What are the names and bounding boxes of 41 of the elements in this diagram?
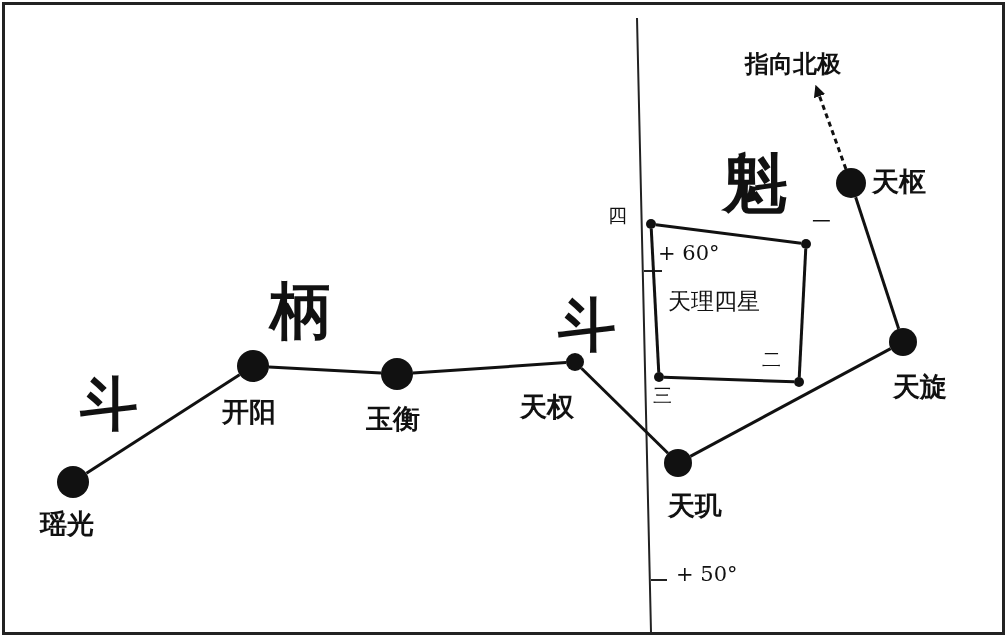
connector-line bbox=[854, 196, 901, 330]
star-name: 天权 bbox=[520, 393, 574, 420]
star-dot bbox=[654, 372, 664, 382]
connector-line bbox=[268, 365, 382, 375]
connector-line bbox=[85, 373, 241, 475]
connector-line bbox=[580, 367, 670, 455]
star-dot bbox=[57, 466, 89, 498]
star-name: 一 bbox=[812, 212, 831, 231]
chief-character: 魁 bbox=[722, 150, 788, 216]
star-dot bbox=[381, 358, 413, 390]
star-dot bbox=[664, 449, 692, 477]
star-dot bbox=[836, 168, 866, 198]
star-name: 玉衡 bbox=[366, 405, 420, 432]
star-dot bbox=[646, 219, 656, 229]
connector-line bbox=[663, 375, 795, 384]
connector-line bbox=[649, 228, 661, 373]
asterism-label: 天理四星 bbox=[668, 290, 760, 313]
star-name: 二 bbox=[762, 350, 781, 369]
connector-line bbox=[655, 223, 802, 245]
star-dot bbox=[566, 353, 584, 371]
connector-line bbox=[412, 361, 567, 375]
star-name: 天枢 bbox=[872, 168, 926, 195]
connector-line bbox=[689, 347, 892, 458]
star-name: 三 bbox=[653, 386, 672, 405]
star-name: 天玑 bbox=[668, 492, 722, 519]
degree-label: + 60° bbox=[658, 243, 720, 264]
handle-character: 柄 bbox=[270, 280, 332, 342]
connector-line bbox=[797, 248, 808, 378]
direction-text: 指向北极 bbox=[745, 52, 841, 76]
star-name: 四 bbox=[608, 206, 627, 225]
dashed-arrow bbox=[813, 84, 848, 170]
dipper-character: 斗 bbox=[80, 375, 138, 433]
dipper-character: 斗 bbox=[558, 296, 616, 354]
star-name: 瑶光 bbox=[40, 510, 94, 537]
degree-label: + 50° bbox=[676, 564, 738, 585]
star-dot bbox=[801, 239, 811, 249]
star-dot bbox=[889, 328, 917, 356]
star-name: 天旋 bbox=[893, 373, 947, 400]
star-dot bbox=[237, 350, 269, 382]
star-name: 开阳 bbox=[222, 398, 276, 425]
star-dot bbox=[794, 377, 804, 387]
